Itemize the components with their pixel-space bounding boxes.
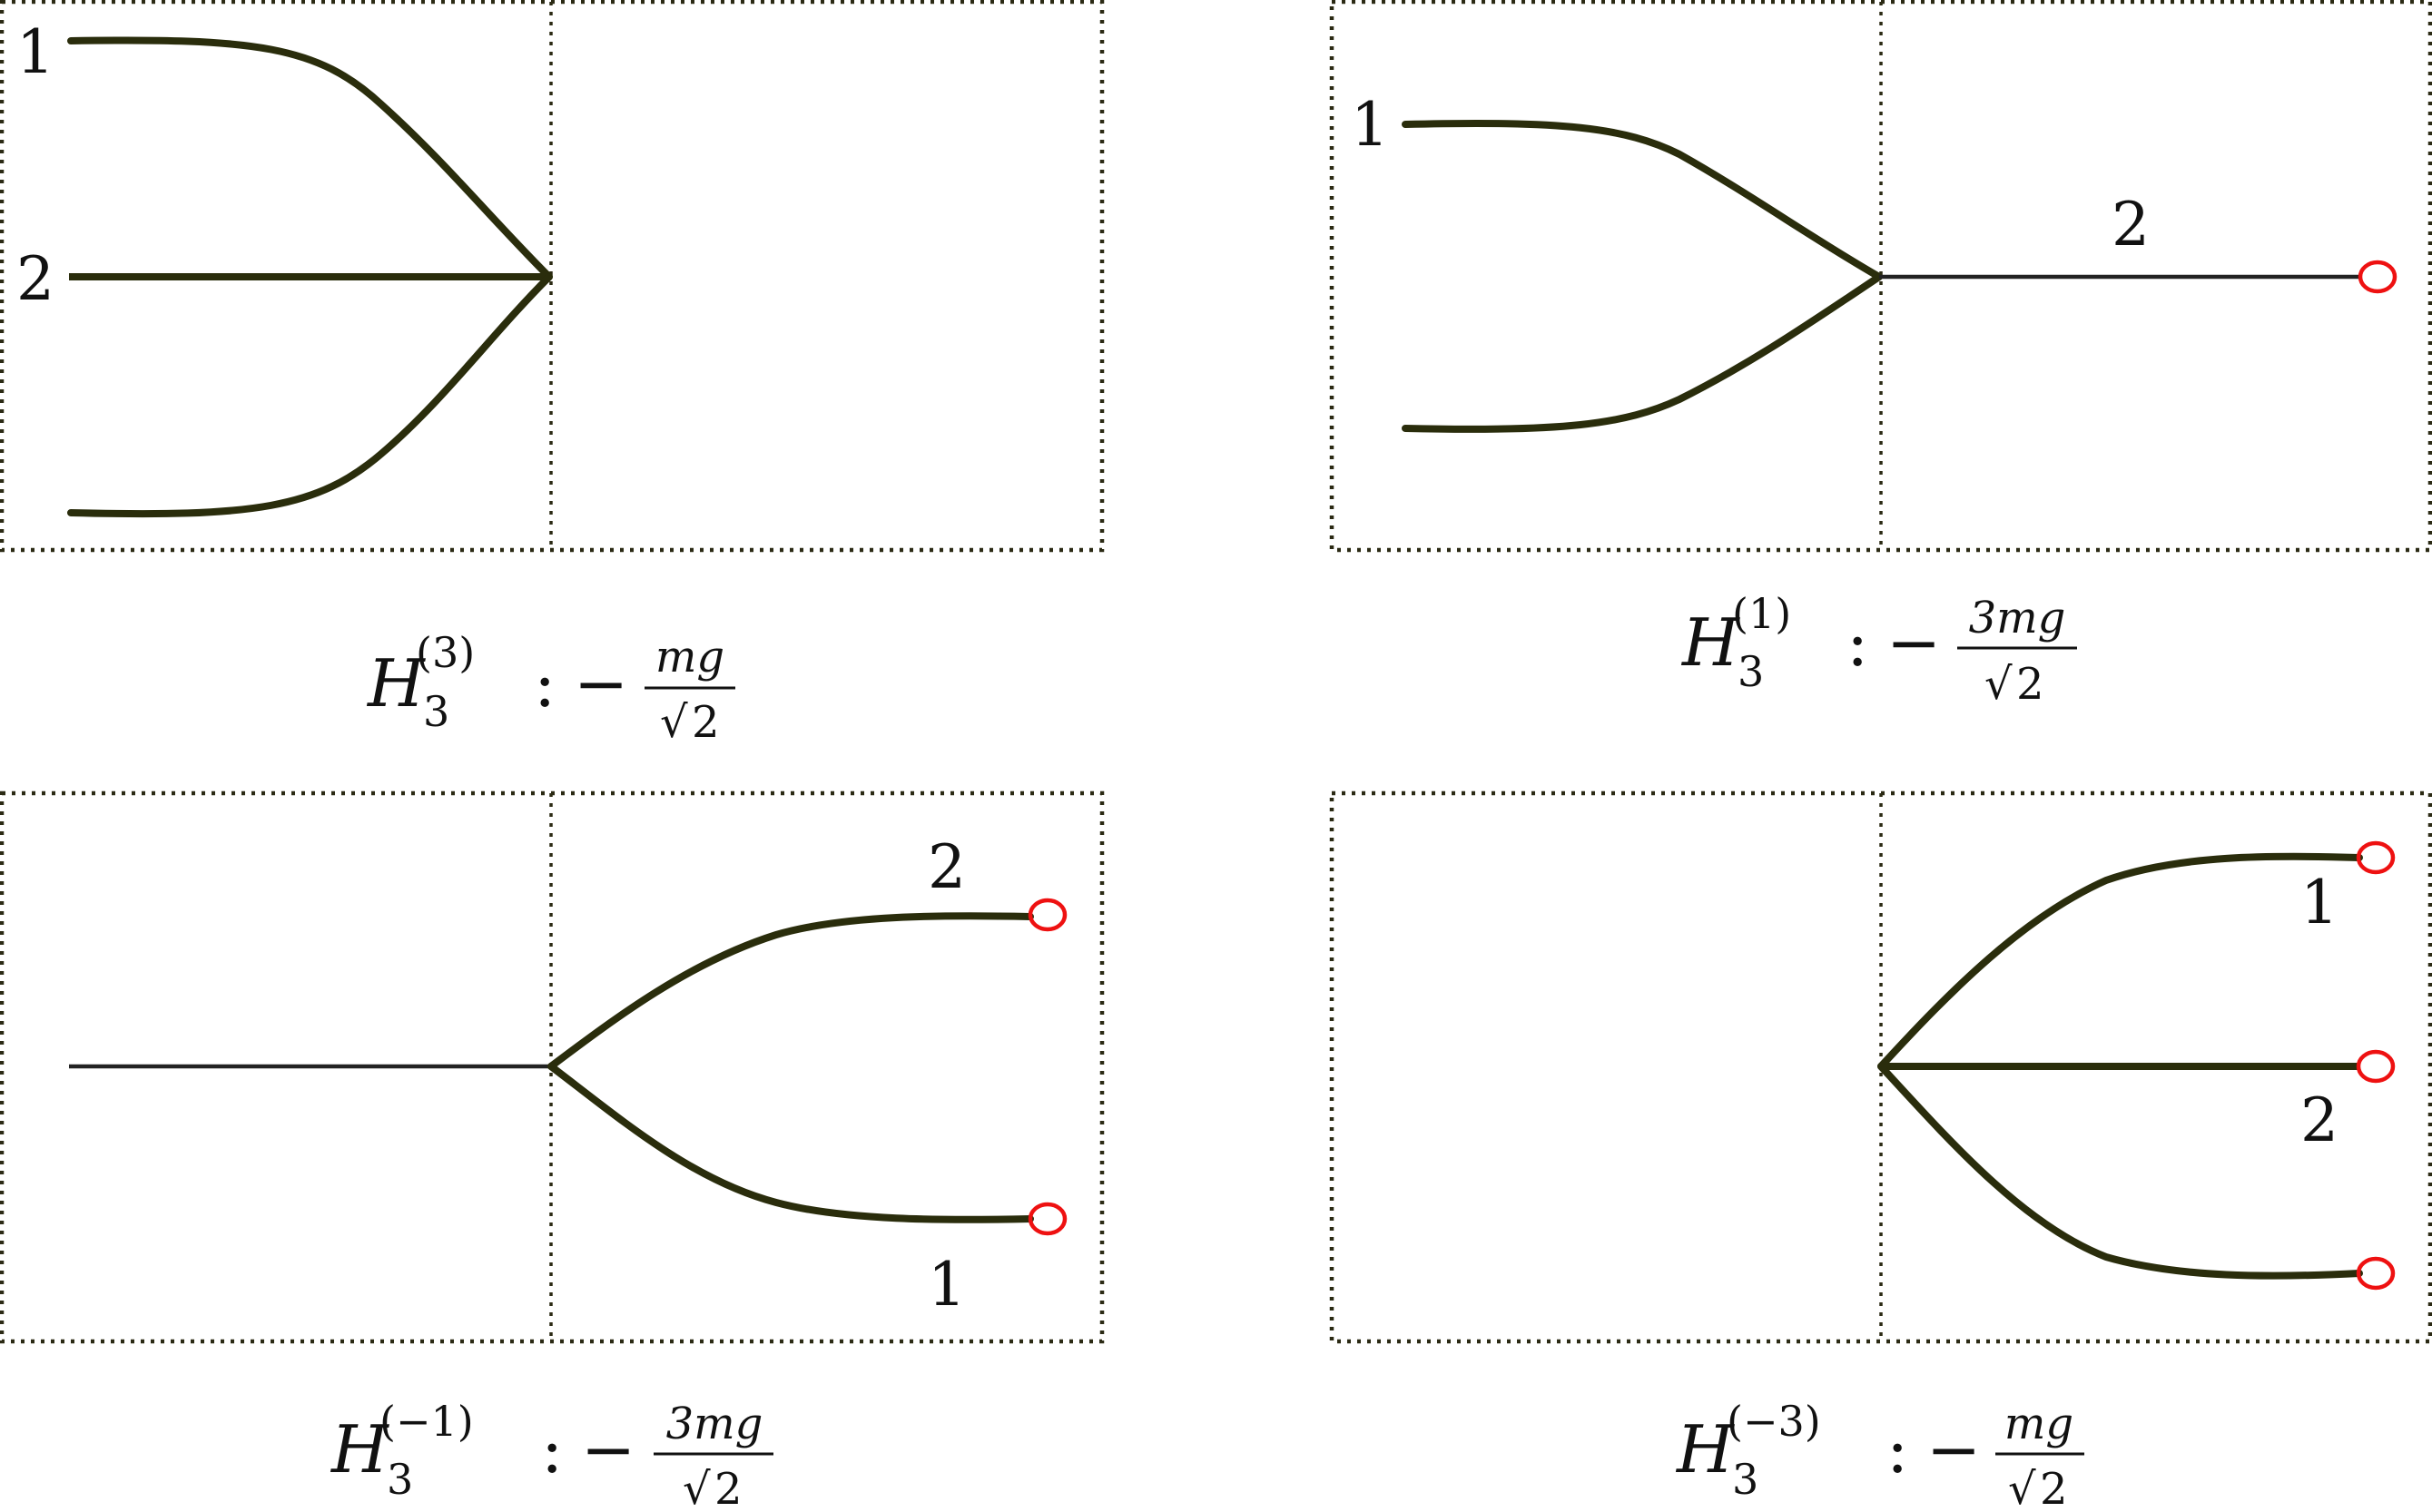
caption-colon: : (1886, 1411, 1908, 1487)
caption-numerator: 3mg (1969, 593, 2066, 643)
endpoint-marker (2356, 840, 2396, 875)
caption-root: √ (660, 697, 688, 748)
caption-root: √ (1984, 659, 2013, 710)
caption-numerator: 3mg (666, 1399, 763, 1449)
strand-lower (1877, 1063, 2363, 1280)
caption-operator: H (1680, 604, 1740, 681)
caption-root: √ (2008, 1464, 2036, 1512)
strand-lower (547, 1063, 1034, 1223)
endpoint-marker (1028, 1202, 1068, 1236)
panel-h3-1: 1 2 H (1) 3 : − 3mg √ 2 (1329, 0, 2432, 710)
caption-numerator: mg (2004, 1399, 2073, 1449)
caption-colon: : (541, 1411, 563, 1487)
strand-label: 1 (2300, 868, 2338, 938)
caption-sign: − (581, 1411, 635, 1487)
panel-h3-m3: 1 2 H (−3) 3 : − mg √ 2 (1329, 790, 2432, 1512)
caption-formula: H (3) 3 : − mg √ 2 (366, 628, 735, 748)
panel-h3-m1: 2 1 H (−1) 3 : − 3mg √ 2 (0, 790, 1105, 1512)
strand-lower (67, 273, 553, 518)
endpoint-marker (1028, 898, 1068, 932)
strand-upper (1402, 119, 1883, 280)
caption-colon: : (1846, 604, 1868, 681)
strand-label: 2 (2300, 1085, 2338, 1155)
caption-subscript: 3 (1738, 647, 1764, 696)
strand-upper (67, 36, 553, 280)
caption-sign: − (1886, 604, 1941, 681)
strand-label: 2 (2112, 190, 2150, 260)
strand-upper (1877, 852, 2363, 1070)
strand-label: 2 (16, 244, 54, 314)
strand-label: 1 (928, 1250, 966, 1320)
strand-upper (547, 912, 1034, 1070)
caption-denominator: 2 (2016, 659, 2044, 710)
caption-superscript: (3) (416, 628, 475, 677)
caption-subscript: 3 (1732, 1455, 1758, 1504)
caption-operator: H (1675, 1411, 1735, 1487)
caption-denominator: 2 (692, 697, 720, 748)
endpoint-marker (2356, 1256, 2396, 1291)
caption-operator: H (366, 645, 426, 722)
endpoint-marker (2358, 260, 2398, 294)
endpoint-marker (2356, 1049, 2396, 1084)
strand-lower (1402, 273, 1883, 433)
strand-label: 1 (16, 17, 54, 87)
caption-sign: − (574, 645, 628, 722)
caption-formula: H (−3) 3 : − mg √ 2 (1675, 1397, 2084, 1512)
strand-label: 1 (1351, 90, 1389, 160)
caption-superscript: (−3) (1727, 1397, 1821, 1446)
caption-denominator: 2 (714, 1464, 743, 1512)
caption-numerator: mg (655, 632, 724, 682)
caption-sign: − (1926, 1411, 1981, 1487)
caption-subscript: 3 (387, 1455, 413, 1504)
caption-root: √ (683, 1464, 711, 1512)
caption-denominator: 2 (2040, 1464, 2068, 1512)
caption-subscript: 3 (423, 687, 449, 736)
caption-operator: H (330, 1411, 389, 1487)
strand-label: 2 (928, 832, 966, 902)
caption-superscript: (1) (1732, 589, 1791, 638)
panel-h3-3: 1 2 H (3) 3 : − mg √ 2 (0, 0, 1105, 748)
caption-superscript: (−1) (379, 1397, 474, 1446)
caption-formula: H (−1) 3 : − 3mg √ 2 (330, 1397, 773, 1512)
caption-formula: H (1) 3 : − 3mg √ 2 (1680, 589, 2077, 710)
caption-colon: : (534, 645, 556, 722)
